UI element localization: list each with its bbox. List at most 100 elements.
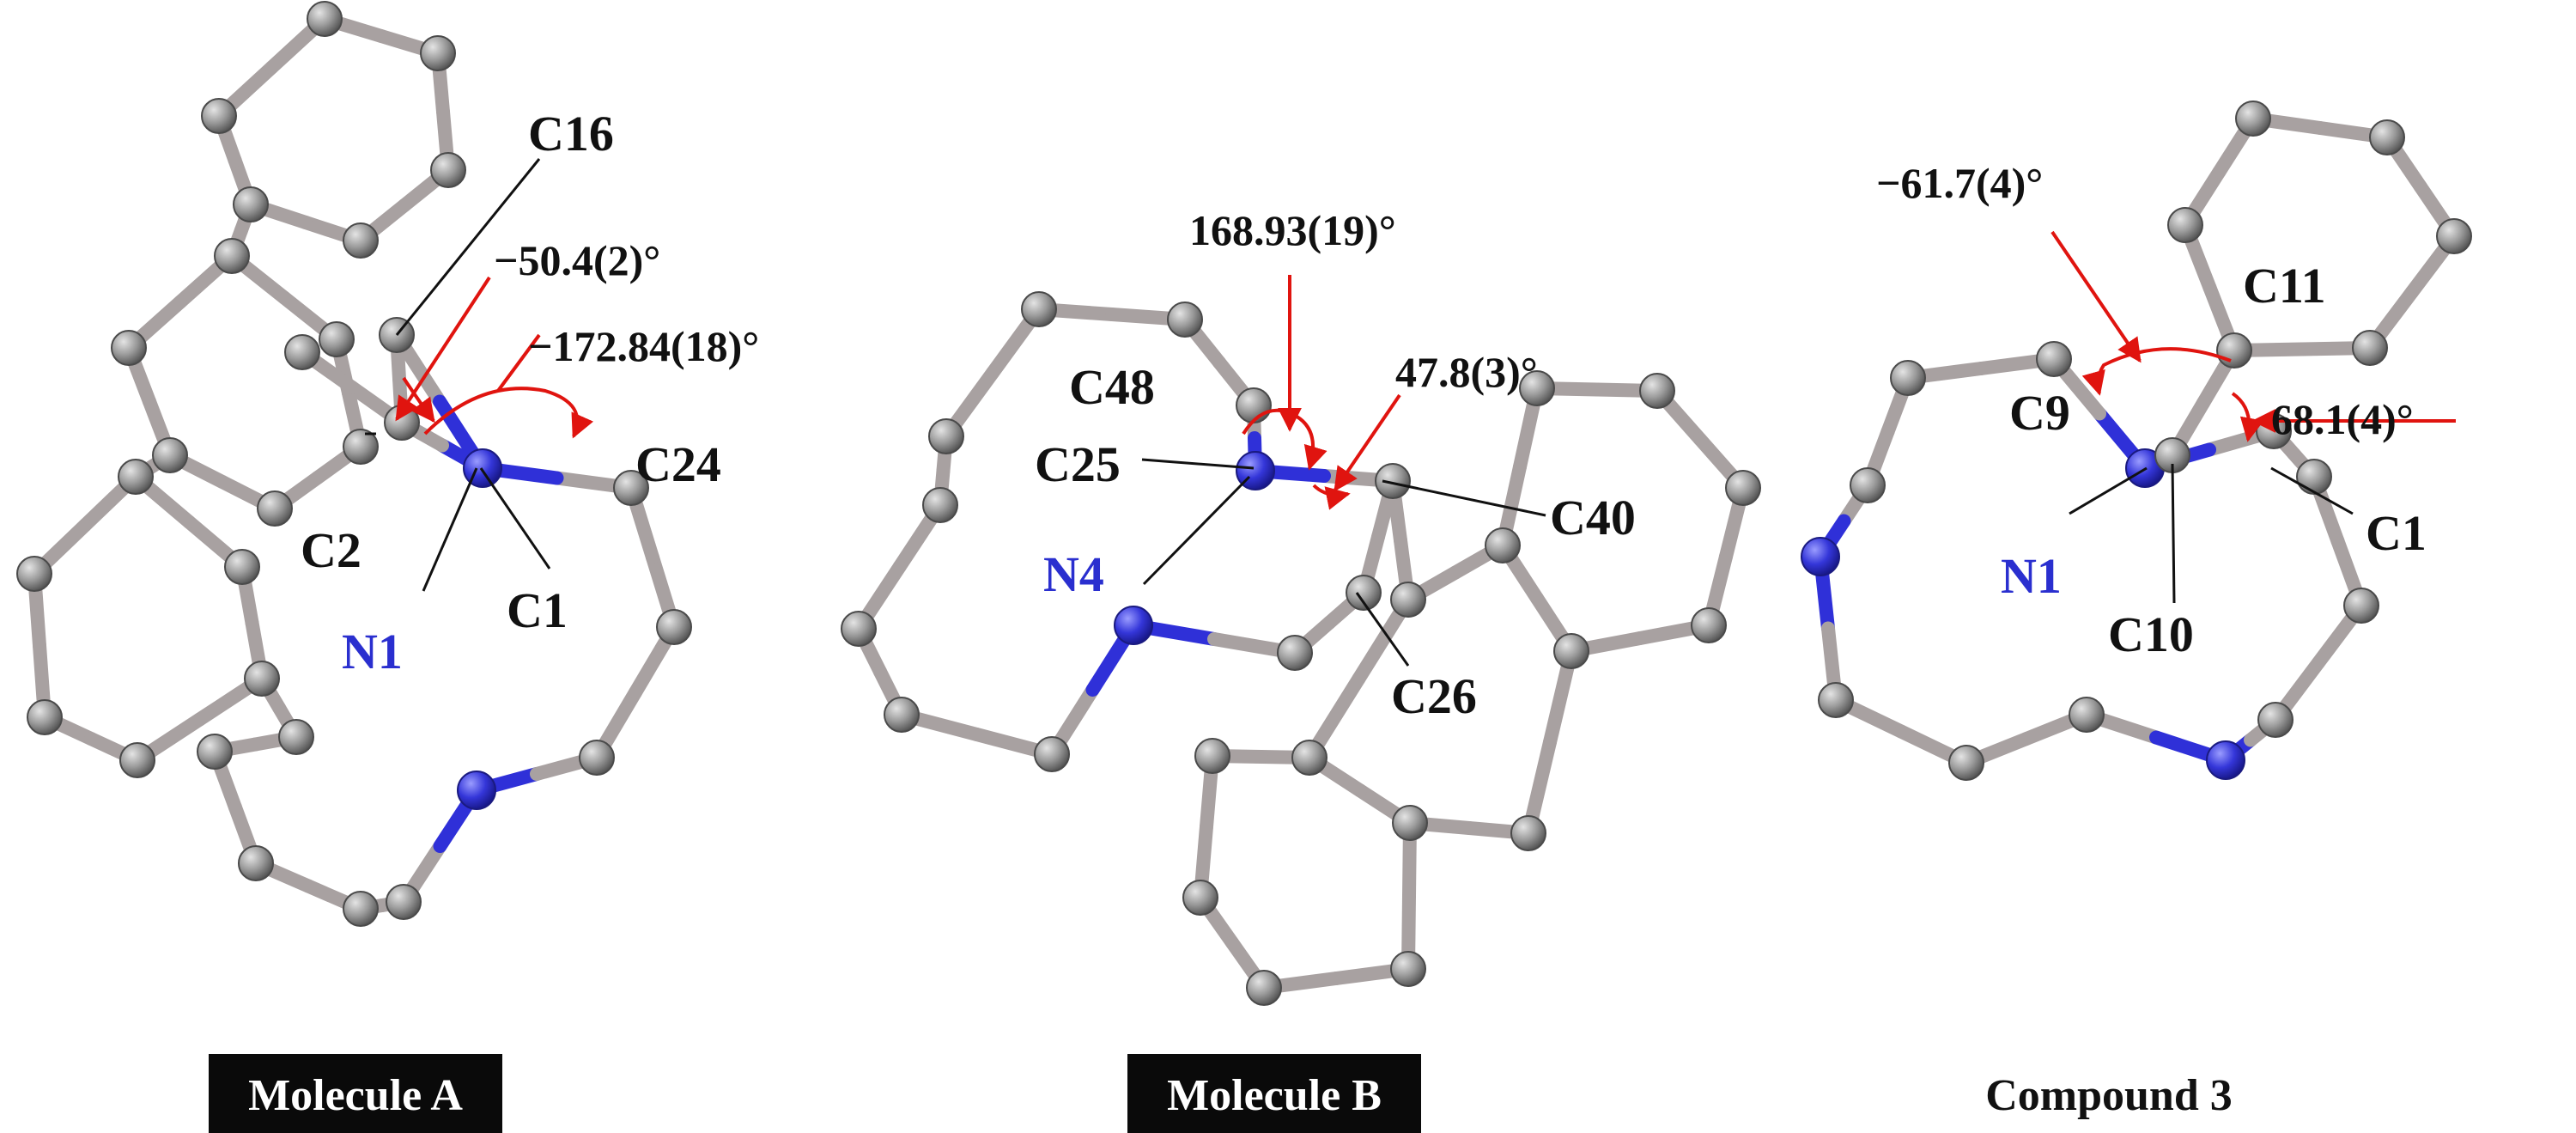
- carbon-atom: [201, 98, 237, 134]
- carbon-atom: [224, 549, 260, 585]
- angle-arrow-arc-n1-c24: [423, 387, 594, 439]
- carbon-atom: [386, 884, 422, 920]
- nitrogen-atom: [463, 448, 502, 488]
- carbon-atom: [1346, 575, 1382, 611]
- carbon-atom: [1725, 470, 1761, 506]
- angle-arrow-leader-172: [496, 333, 541, 393]
- caption-molecule-a: Molecule A: [209, 1054, 502, 1133]
- angle-label-torsion-6: 68.1(4)°: [2271, 395, 2414, 443]
- atom-label-c9: C9: [2009, 385, 2070, 441]
- angle-arrow-small-47: [1312, 484, 1351, 510]
- carbon-atom: [1890, 360, 1926, 396]
- carbon-atom: [152, 437, 188, 473]
- carbon-atom: [1375, 463, 1411, 499]
- atom-network-molecule-b: [841, 291, 1761, 1006]
- carbon-atom: [922, 487, 958, 523]
- carbon-atom: [214, 238, 250, 274]
- atom-label-c10: C10: [2108, 606, 2194, 662]
- atom-network-molecule-a: [16, 1, 692, 927]
- carbon-atom: [420, 35, 456, 71]
- carbon-atom: [2257, 702, 2293, 738]
- carbon-atom: [928, 418, 964, 454]
- leader-lines-compound-3: [2069, 463, 2354, 604]
- carbon-atom: [343, 222, 379, 259]
- carbon-atom: [2069, 697, 2105, 733]
- atom-label-n4: N4: [1043, 546, 1104, 602]
- leader-lines-molecule-a: [365, 158, 551, 592]
- carbon-atom: [579, 740, 615, 776]
- carbon-atom: [278, 719, 314, 755]
- carbon-atom: [284, 334, 320, 370]
- nitrogen-atom: [1801, 537, 1840, 576]
- carbon-atom: [656, 609, 692, 645]
- atom-label-c26: C26: [1391, 668, 1477, 724]
- carbon-atom: [1392, 805, 1428, 841]
- carbon-atom: [1553, 633, 1589, 669]
- caption-text-molecule-a: Molecule A: [248, 1071, 463, 1120]
- panel-compound-3: C11 C9 C1 N1 C10 −61.7(4)° 68.1(4)° Comp…: [1801, 101, 2472, 1120]
- carbon-atom: [2235, 101, 2271, 137]
- angle-arrow-c16-c2: [395, 276, 491, 422]
- atom-label-c1: C1: [507, 582, 568, 638]
- angle-label-torsion-4: 47.8(3)°: [1395, 348, 1538, 396]
- carbon-atom: [2036, 341, 2072, 377]
- caption-molecule-b: Molecule B: [1127, 1054, 1421, 1133]
- carbon-atom: [343, 891, 379, 927]
- carbon-atom: [1691, 607, 1727, 643]
- carbon-atom: [1390, 582, 1426, 618]
- angle-label-torsion-1: −50.4(2)°: [494, 236, 660, 284]
- carbon-atom: [1167, 302, 1203, 338]
- carbon-atom: [884, 697, 920, 733]
- carbon-atom: [319, 321, 355, 357]
- carbon-atom: [1021, 291, 1057, 327]
- carbon-atom: [2369, 119, 2405, 155]
- panel-molecule-a: C16 C24 C2 C1 N1 −50.4(2)° −172.84(18)° …: [16, 1, 759, 1133]
- carbon-atom: [2352, 330, 2388, 366]
- carbon-atom: [16, 556, 52, 592]
- carbon-atom: [111, 330, 147, 366]
- carbon-atom: [1639, 373, 1675, 409]
- carbon-atom: [238, 845, 274, 881]
- carbon-atom: [1390, 951, 1426, 987]
- carbon-atom: [1277, 635, 1313, 671]
- carbon-atom: [1246, 970, 1282, 1006]
- carbon-atom: [1948, 745, 1984, 781]
- carbon-atom: [2343, 588, 2379, 624]
- angle-label-torsion-2: −172.84(18)°: [528, 322, 759, 370]
- caption-compound-3: Compound 3: [1985, 1071, 2233, 1120]
- angle-arrow-c9-c10: [2050, 230, 2142, 363]
- carbon-atom: [841, 611, 877, 647]
- carbon-atom: [2296, 459, 2332, 495]
- carbon-atom: [1510, 815, 1546, 851]
- carbon-atom: [1194, 738, 1230, 774]
- nitrogen-atom: [457, 771, 496, 810]
- nitrogen-atom: [1114, 606, 1153, 645]
- angle-label-torsion-3: 168.93(19)°: [1189, 206, 1396, 254]
- carbon-atom: [244, 661, 280, 697]
- atom-label-c1: C1: [2366, 505, 2427, 561]
- carbon-atom: [1850, 467, 1886, 503]
- carbon-atom: [118, 459, 154, 495]
- carbon-atom: [2216, 332, 2252, 369]
- angle-arrow-arc-c1: [2231, 392, 2264, 442]
- angle-arrow-c26-c40: [1334, 393, 1401, 492]
- angle-label-torsion-5: −61.7(4)°: [1876, 159, 2043, 207]
- panel-molecule-b: C48 C25 N4 C40 C26 168.93(19)° 47.8(3)° …: [841, 206, 1761, 1133]
- carbon-atom: [197, 734, 233, 770]
- atom-label-c24: C24: [635, 436, 721, 492]
- atom-label-c40: C40: [1550, 490, 1636, 545]
- carbon-atom: [257, 490, 293, 527]
- carbon-atom: [1485, 527, 1521, 563]
- carbon-atom: [1818, 682, 1854, 718]
- carbon-atom: [119, 742, 155, 778]
- atom-label-c11: C11: [2243, 258, 2326, 314]
- carbon-atom: [307, 1, 343, 37]
- carbon-atom: [1236, 387, 1272, 423]
- carbon-atom: [343, 429, 379, 465]
- carbon-atom: [613, 470, 649, 506]
- nitrogen-atom: [2206, 740, 2245, 780]
- atom-label-n1-compound: N1: [2001, 548, 2062, 604]
- carbon-atom: [1291, 740, 1327, 776]
- caption-text-molecule-b: Molecule B: [1167, 1071, 1382, 1120]
